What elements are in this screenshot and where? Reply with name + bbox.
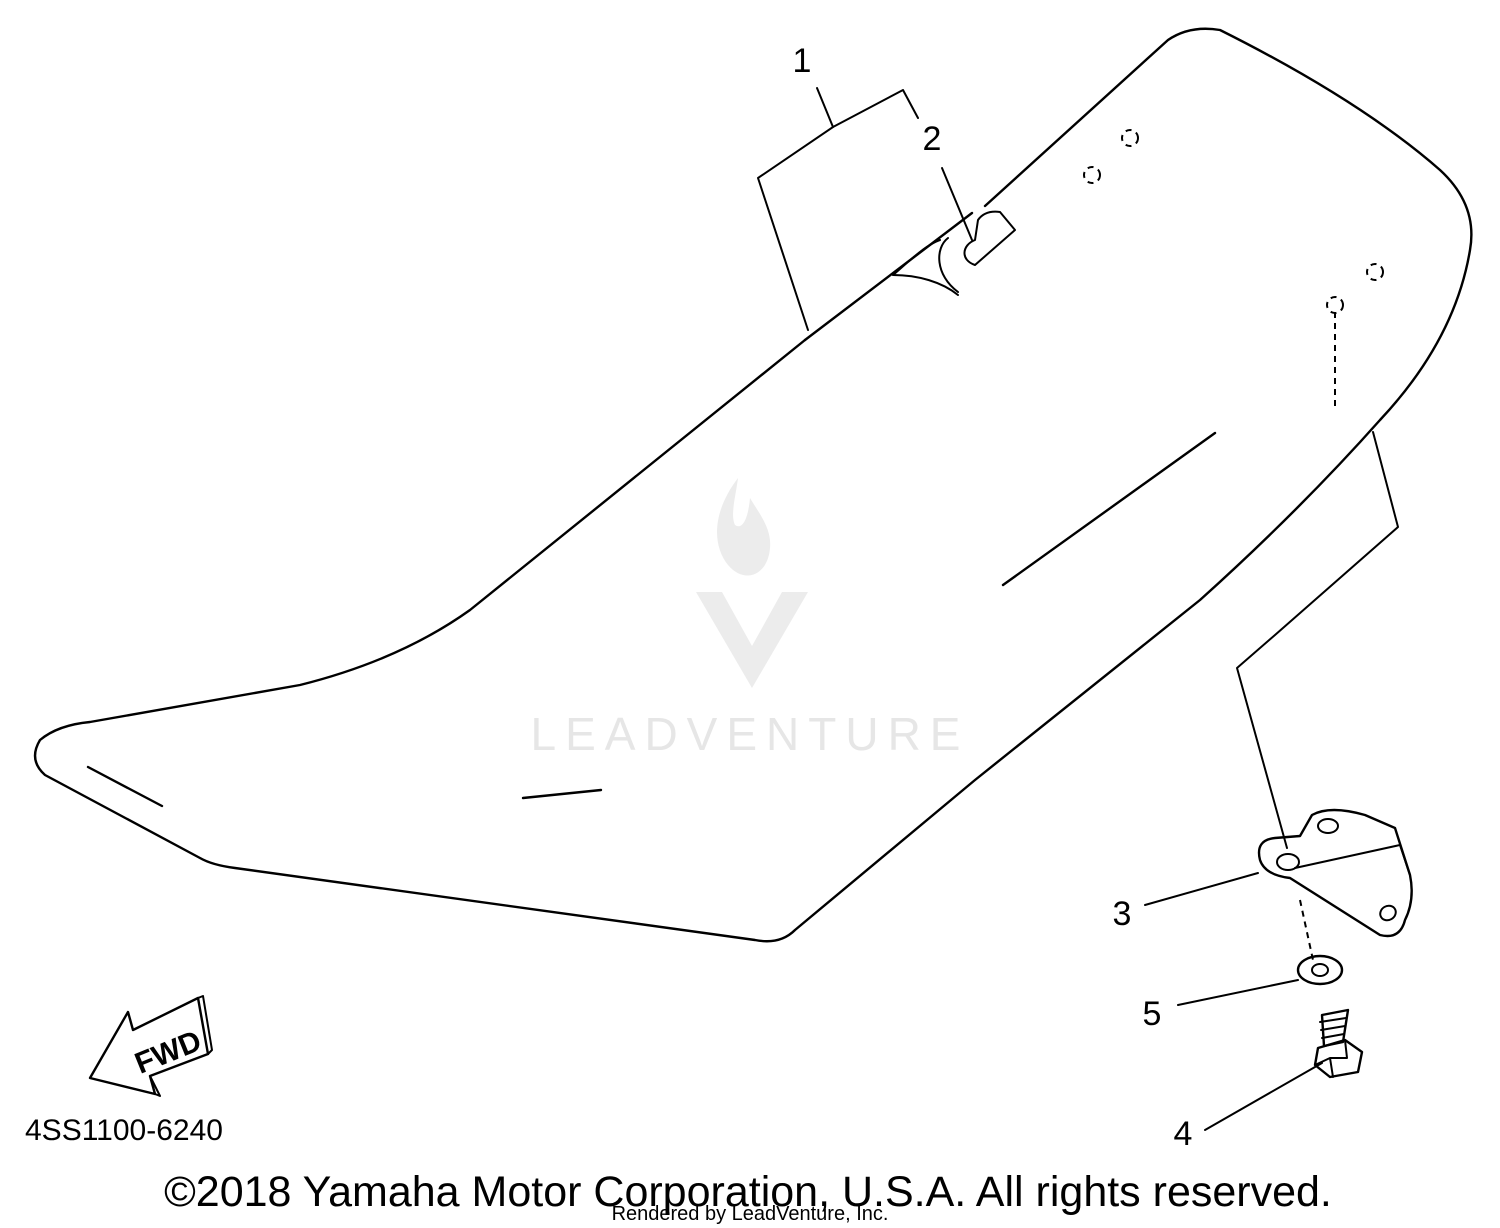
assembly-line-lower [1299, 899, 1314, 961]
washer [1296, 954, 1344, 986]
fwd-label: FWD [130, 1024, 206, 1080]
seat [33, 27, 1473, 943]
bracket [1257, 808, 1413, 938]
leader-lines [757, 87, 1323, 1131]
fwd-arrow-icon: FWD [88, 995, 213, 1097]
rendered-by-notice: Rendered by LeadVenture, Inc. [612, 1203, 889, 1225]
watermark-text: LEADVENTURE [531, 708, 970, 760]
callout-1: 1 [793, 42, 812, 80]
callout-5: 5 [1143, 995, 1162, 1033]
bolt [1313, 1008, 1364, 1079]
hole-3 [1366, 263, 1384, 281]
leadventure-logo-icon [696, 478, 808, 688]
hole-4 [1326, 296, 1344, 314]
hole-1 [1121, 129, 1139, 147]
callout-2: 2 [923, 120, 942, 158]
assembly-bracket-line [1236, 431, 1399, 849]
copyright-notice: ©2018 Yamaha Motor Corporation, U.S.A. A… [164, 1168, 1332, 1216]
seat-holes [1083, 129, 1384, 314]
part-code: 4SS1100-6240 [25, 1114, 223, 1147]
hole-2 [1083, 166, 1101, 184]
callout-3: 3 [1113, 895, 1132, 933]
callout-4: 4 [1174, 1115, 1193, 1153]
